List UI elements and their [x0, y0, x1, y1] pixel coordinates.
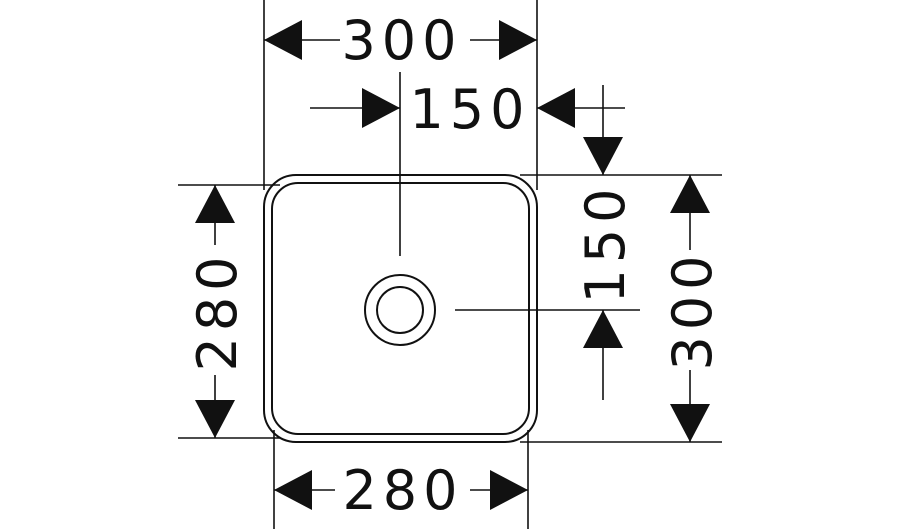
- dimension-left-280: 280: [186, 185, 249, 438]
- svg-text:280: 280: [342, 459, 463, 522]
- dimension-right-300: 300: [661, 175, 724, 442]
- svg-text:150: 150: [574, 182, 637, 303]
- svg-text:300: 300: [661, 249, 724, 370]
- dimension-drain-offset-x: 150: [310, 78, 625, 141]
- dimension-drain-offset-y: 150: [574, 85, 637, 400]
- drain-outer: [364, 274, 436, 346]
- svg-text:280: 280: [186, 250, 249, 371]
- drain-inner: [376, 286, 424, 334]
- dimension-bottom-280: 280: [274, 459, 528, 522]
- svg-text:150: 150: [409, 78, 530, 141]
- extension-lines: [178, 0, 722, 529]
- svg-text:300: 300: [341, 9, 462, 72]
- dimension-top-300: 300: [264, 9, 537, 72]
